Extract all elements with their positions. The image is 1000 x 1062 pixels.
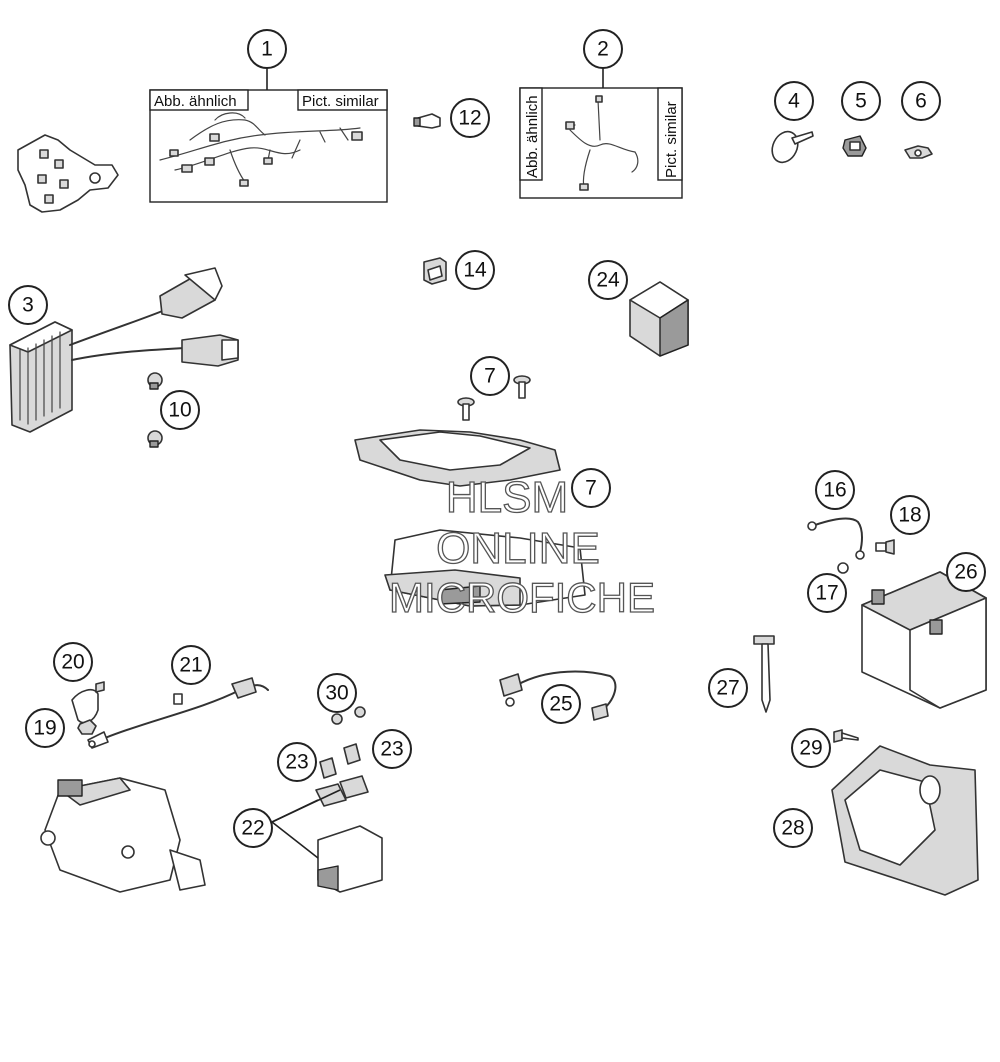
part-22-starter-relay	[271, 775, 383, 893]
svg-text:29: 29	[799, 737, 822, 760]
callout-18: 18	[890, 495, 930, 535]
callout-7: 7	[571, 468, 611, 508]
part-24-cover	[629, 281, 689, 357]
callout-25: 25	[541, 684, 581, 724]
part-4-cable-tie	[771, 130, 814, 164]
svg-text:17: 17	[815, 582, 838, 605]
callout-10: 10	[160, 390, 200, 430]
part-23-fuse-left	[319, 757, 337, 779]
svg-text:5: 5	[855, 90, 867, 113]
svg-text:30: 30	[325, 682, 348, 705]
svg-text:2: 2	[597, 38, 609, 61]
callout-23-right: 23	[372, 729, 412, 769]
part-27-strap	[753, 635, 775, 713]
callout-23-left: 23	[277, 742, 317, 782]
callout-26: 26	[946, 552, 986, 592]
callout-24: 24	[588, 260, 628, 300]
callout-29: 29	[791, 728, 831, 768]
part-1-wiring-harness: Abb. ähnlich Pict. similar	[149, 89, 388, 203]
svg-text:6: 6	[915, 90, 927, 113]
part-7-ecu-holder	[354, 429, 586, 607]
svg-text:25: 25	[549, 693, 572, 716]
part-16-ground-cable	[807, 517, 865, 560]
svg-text:7: 7	[585, 477, 597, 500]
callout-14: 14	[455, 250, 495, 290]
callout-16: 16	[815, 470, 855, 510]
svg-text:14: 14	[463, 259, 487, 282]
svg-text:4: 4	[788, 90, 800, 113]
callout-17: 17	[807, 573, 847, 613]
part-30-screws	[331, 706, 366, 725]
part-6-clip	[904, 145, 933, 159]
svg-text:24: 24	[596, 269, 620, 292]
callout-21: 21	[171, 645, 211, 685]
callout-6: 6	[901, 81, 941, 121]
part-17-washer	[837, 562, 849, 574]
svg-text:10: 10	[168, 399, 191, 422]
callout-1: 1	[247, 29, 287, 69]
harness-label-en: Pict. similar	[302, 93, 379, 110]
svg-text:1: 1	[261, 38, 273, 61]
sub-harness-label-en: Pict. similar	[663, 101, 680, 178]
part-3-voltage-regulator	[9, 267, 239, 433]
part-25-battery-cable	[499, 670, 617, 721]
part-10-screws	[147, 372, 163, 448]
callout-19: 19	[25, 708, 65, 748]
part-5-clip	[842, 135, 867, 157]
part-18-screw	[875, 539, 895, 555]
part-28-battery-box	[831, 745, 979, 896]
watermark-line-2: ONLINE	[436, 524, 600, 573]
part-12-bulb	[413, 113, 441, 129]
callout-5: 5	[841, 81, 881, 121]
watermark-line-3: MICROFICHE	[389, 574, 655, 621]
part-14-connector	[423, 257, 447, 285]
svg-text:16: 16	[823, 479, 846, 502]
callout-3: 3	[8, 285, 48, 325]
part-8-screws	[457, 375, 531, 421]
svg-text:22: 22	[241, 817, 264, 840]
svg-text:27: 27	[716, 677, 739, 700]
harness-label-de: Abb. ähnlich	[154, 93, 237, 110]
mounting-bracket	[17, 134, 119, 213]
svg-text:23: 23	[380, 738, 403, 761]
part-23-fuse-right	[343, 743, 361, 765]
part-20-boot	[71, 681, 105, 724]
callout-8: 7	[470, 356, 510, 396]
callout-2: 2	[583, 29, 623, 69]
callout-4: 4	[774, 81, 814, 121]
svg-text:28: 28	[781, 817, 804, 840]
part-21-starter-cable	[87, 677, 269, 749]
svg-text:3: 3	[22, 294, 34, 317]
svg-text:12: 12	[458, 107, 481, 130]
part-19-nut	[77, 719, 97, 735]
callout-22: 22	[233, 808, 273, 848]
callout-12: 12	[450, 98, 490, 138]
callout-28: 28	[773, 808, 813, 848]
callout-30: 30	[317, 673, 357, 713]
watermark-line-1: HLSM	[446, 473, 568, 522]
watermark: HLSM ONLINE MICROFICHE	[388, 472, 655, 621]
svg-text:20: 20	[61, 651, 84, 674]
sub-harness-label-de: Abb. ähnlich	[524, 95, 541, 178]
svg-text:7: 7	[484, 365, 496, 388]
svg-text:18: 18	[898, 504, 921, 527]
callout-27: 27	[708, 668, 748, 708]
starter-motor	[40, 777, 206, 893]
part-2-sub-harness: Abb. ähnlich Pict. similar	[519, 87, 683, 199]
callout-20: 20	[53, 642, 93, 682]
part-26-battery	[861, 571, 987, 709]
svg-text:23: 23	[285, 751, 308, 774]
svg-text:19: 19	[33, 717, 56, 740]
svg-text:21: 21	[179, 654, 202, 677]
part-29-screw	[833, 729, 859, 743]
svg-text:26: 26	[954, 561, 977, 584]
